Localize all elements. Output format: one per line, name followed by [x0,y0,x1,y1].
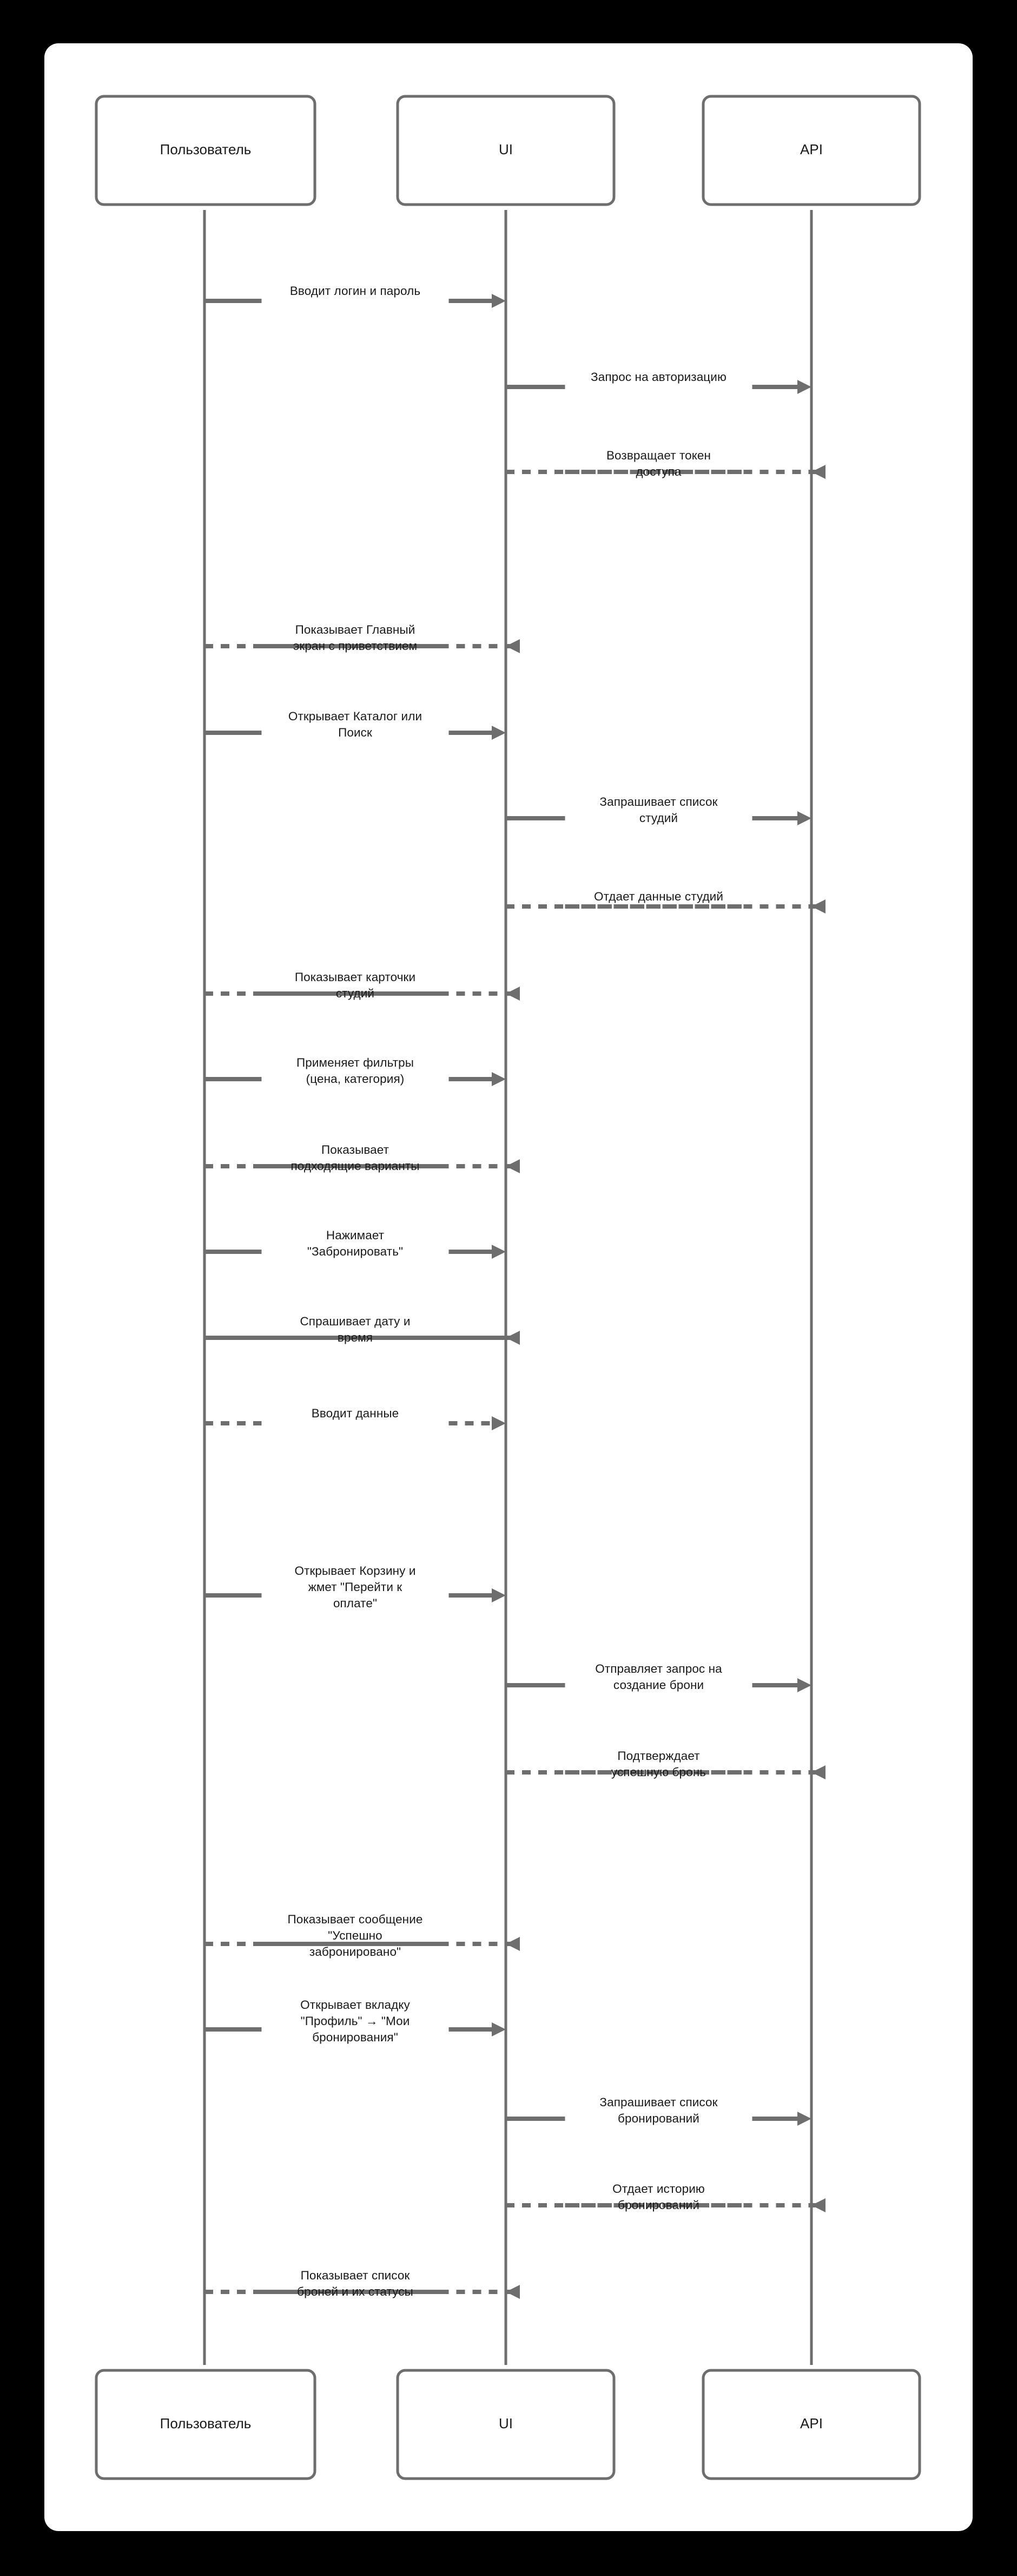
arrowhead-18 [492,2022,506,2036]
message-label-17: Показывает сообщение "Успешно заброниpов… [287,1913,423,1959]
message-label-20: Отдает историю бронирований [612,2182,705,2212]
arrowhead-12 [506,1331,520,1345]
arrowhead-17 [506,1937,520,1951]
message-label-3: Возвращает токен доступа [606,449,711,478]
participant-box-user-footer[interactable] [95,2369,316,2480]
message-label-14: Открывает Корзину и жмет "Перейти к опла… [294,1564,416,1610]
message-label-9: Применяет фильтры (цена, категория) [296,1056,414,1086]
message-label-11: Нажимает "Забронировать" [307,1228,404,1258]
message-label-21: Показывает список броней и их статусы [297,2269,413,2298]
participant-label-user-footer: Пользователь [160,2415,252,2432]
message-label-4: Показывает Главный экран с приветствием [293,623,418,653]
message-label-13: Вводит данные [311,1407,399,1420]
message-label-12: Спрашивает дату и время [300,1315,411,1344]
arrowhead-19 [797,2112,811,2126]
arrowhead-20 [811,2198,826,2212]
arrowhead-21 [506,2285,520,2299]
arrowhead-13 [492,1416,506,1430]
message-label-10: Показывает подходящие варианты [290,1143,420,1173]
message-label-19: Запрашивает список бронирований [599,2095,718,2125]
arrowhead-5 [492,726,506,740]
message-label-5: Открывает Каталог или Поиск [288,709,422,739]
arrowhead-15 [797,1678,811,1692]
participant-box-ui-footer[interactable] [396,2369,616,2480]
arrowhead-3 [811,465,826,479]
arrowhead-4 [506,639,520,653]
message-label-6: Запрашивает список студий [599,795,718,825]
message-label-18: Открывает вкладку "Профиль" → "Мои брони… [300,1998,410,2044]
arrowhead-8 [506,987,520,1001]
message-label-1: Вводит логин и пароль [289,284,421,298]
arrowhead-6 [797,811,811,825]
arrowhead-9 [492,1072,506,1086]
message-label-7: Отдает данные студий [593,890,724,903]
arrowhead-14 [492,1588,506,1602]
message-label-8: Показывает карточки студий [294,970,416,1000]
message-label-2: Запрос на авторизацию [591,370,727,384]
participant-label-api-footer: API [800,2415,823,2432]
participant-box-api-header[interactable] [702,95,921,206]
diagram-card [44,43,973,2531]
participant-label-api-header: API [800,141,823,157]
participant-box-user-header[interactable] [95,95,316,206]
arrowhead-11 [492,1245,506,1259]
arrowhead-1 [492,294,506,308]
participant-label-user-header: Пользователь [160,141,252,157]
message-label-15: Отправляет запрос на создание брони [595,1662,722,1692]
participant-label-ui-header: UI [499,141,513,157]
arrowhead-10 [506,1159,520,1173]
message-label-16: Подтверждает успешную бронь [611,1749,706,1779]
arrowhead-16 [811,1765,826,1779]
arrowhead-2 [797,380,811,394]
participant-label-ui-footer: UI [499,2415,513,2432]
arrowhead-7 [811,899,826,914]
participant-box-ui-header[interactable] [396,95,616,206]
participant-box-api-footer[interactable] [702,2369,921,2480]
